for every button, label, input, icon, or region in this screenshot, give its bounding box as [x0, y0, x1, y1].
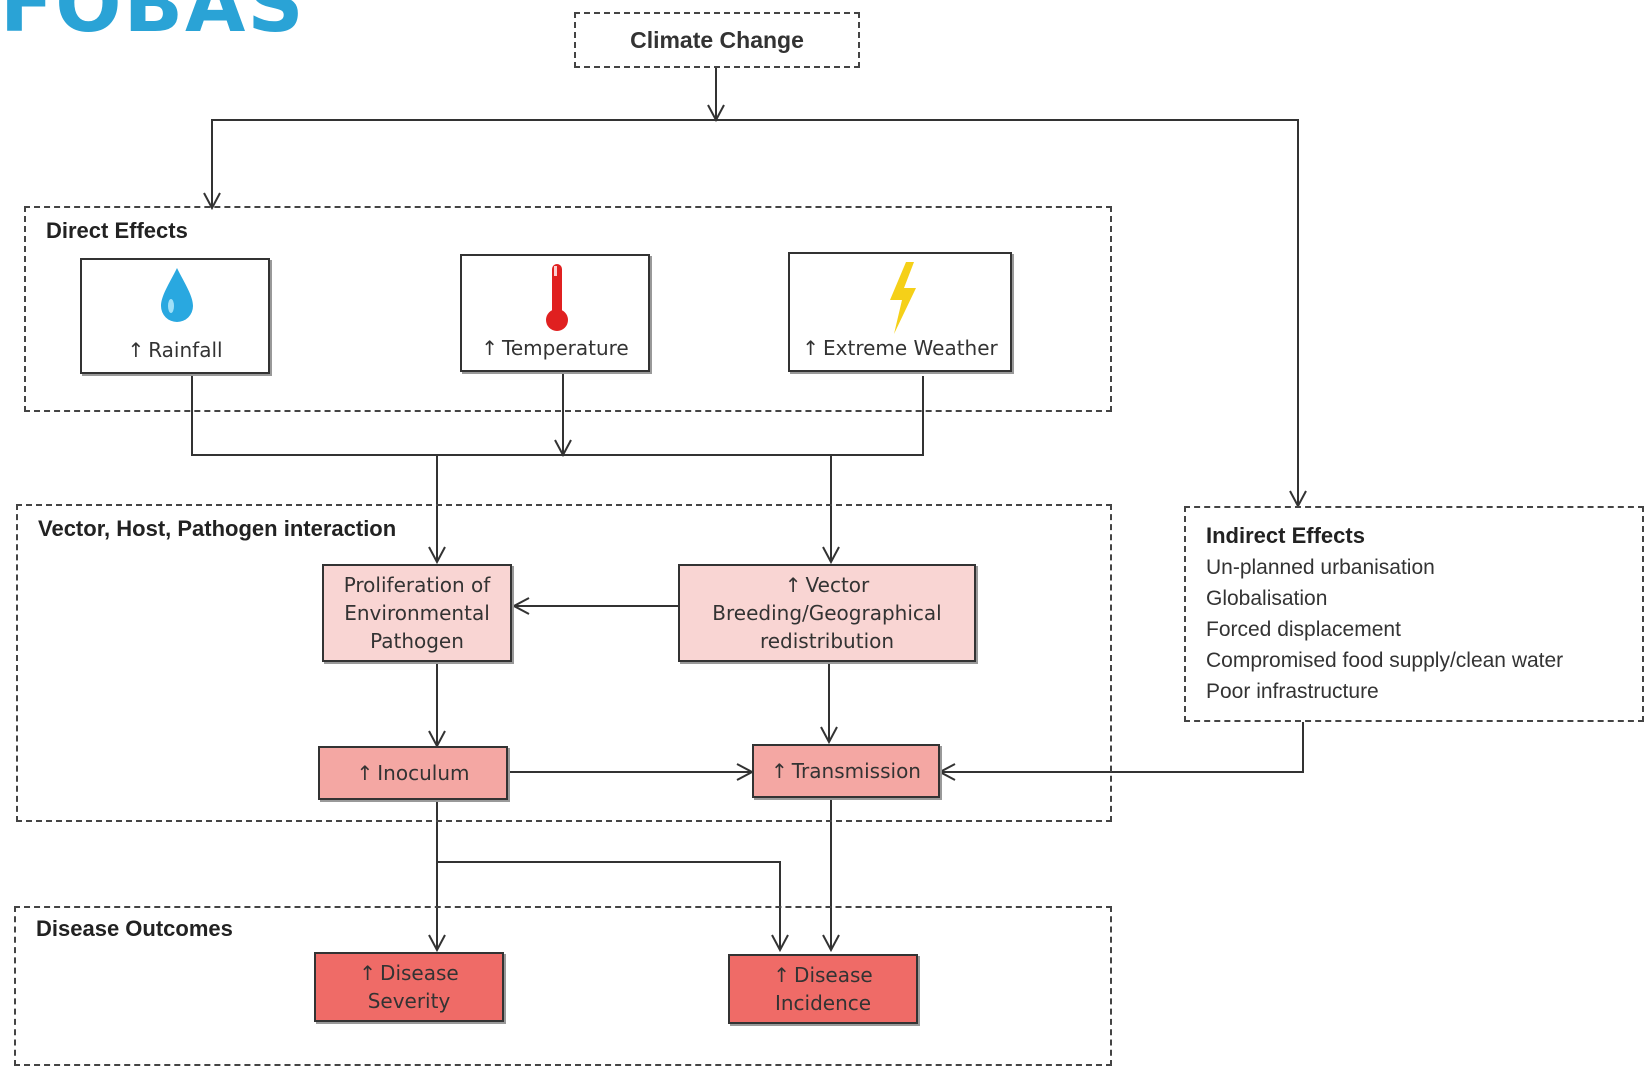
up-arrow-icon: ↑	[784, 573, 802, 597]
vector-line-1: Vector	[805, 573, 870, 597]
transmission-box: ↑Transmission	[752, 744, 940, 798]
indirect-item: Forced displacement	[1206, 618, 1401, 641]
disease-outcomes-title: Disease Outcomes	[36, 916, 233, 941]
rainfall-box: ↑Rainfall	[80, 258, 270, 374]
direct-effects-title: Direct Effects	[46, 218, 188, 243]
interaction-title: Vector, Host, Pathogen interaction	[38, 516, 397, 541]
up-arrow-icon: ↑	[773, 963, 791, 987]
extreme-weather-label: Extreme Weather	[823, 336, 998, 360]
lightning-icon	[890, 262, 916, 334]
incidence-line-1: Disease	[794, 963, 873, 987]
up-arrow-icon: ↑	[481, 336, 499, 360]
vector-line-3: redistribution	[759, 629, 895, 653]
climate-change-label: Climate Change	[630, 26, 804, 53]
disease-incidence-box: ↑Disease Incidence	[728, 954, 918, 1024]
extreme-weather-box: ↑Extreme Weather	[788, 252, 1012, 372]
temperature-label: Temperature	[502, 336, 629, 360]
direct-effects-group	[24, 206, 1112, 412]
proliferation-line-3: Pathogen	[370, 629, 464, 653]
interaction-group	[16, 504, 1112, 822]
indirect-item: Globalisation	[1206, 587, 1328, 610]
up-arrow-icon: ↑	[127, 338, 145, 362]
incidence-line-2: Incidence	[774, 991, 872, 1015]
indirect-effects-group: Indirect Effects Un-planned urbanisation…	[1184, 506, 1644, 722]
severity-line-1: Disease	[380, 961, 459, 985]
vector-line-2: Breeding/Geographical	[712, 601, 942, 625]
indirect-item: Compromised food supply/clean water	[1206, 649, 1564, 672]
logo: FOBAS	[0, 0, 306, 50]
up-arrow-icon: ↑	[356, 761, 374, 785]
indirect-item: Un-planned urbanisation	[1206, 556, 1435, 579]
proliferation-line-2: Environmental	[344, 601, 490, 625]
severity-line-2: Severity	[367, 989, 451, 1013]
indirect-effects-title: Indirect Effects	[1206, 523, 1365, 548]
inoculum-label: Inoculum	[377, 761, 470, 785]
proliferation-box: Proliferation of Environmental Pathogen	[322, 564, 512, 662]
up-arrow-icon: ↑	[359, 961, 377, 985]
up-arrow-icon: ↑	[802, 336, 819, 360]
up-arrow-icon: ↑	[771, 759, 788, 783]
transmission-label: Transmission	[791, 759, 921, 783]
climate-change-box: Climate Change	[574, 12, 860, 68]
inoculum-box: ↑Inoculum	[318, 746, 508, 800]
indirect-item: Poor infrastructure	[1206, 680, 1379, 703]
temperature-box: ↑Temperature	[460, 254, 650, 372]
water-drop-icon	[161, 268, 193, 322]
disease-severity-box: ↑Disease Severity	[314, 952, 504, 1022]
rainfall-label: Rainfall	[148, 338, 223, 362]
indirect-to-transmission-line	[940, 722, 1304, 773]
vector-breeding-box: ↑Vector Breeding/Geographical redistribu…	[678, 564, 976, 662]
thermometer-icon	[546, 264, 568, 331]
proliferation-line-1: Proliferation of	[343, 573, 491, 597]
top-bar-line	[211, 119, 1299, 506]
